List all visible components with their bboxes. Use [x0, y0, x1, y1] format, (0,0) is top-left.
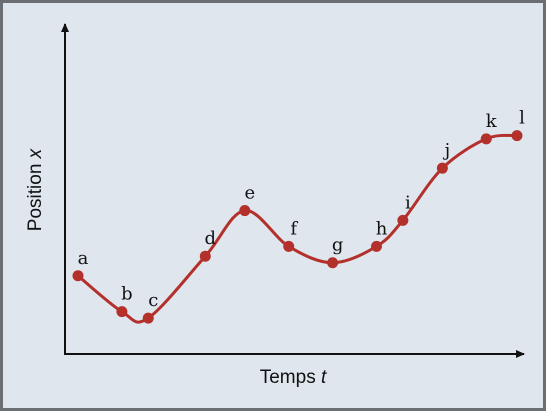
points-layer: [72, 130, 523, 324]
data-point-a: [72, 270, 84, 282]
data-point-c: [142, 312, 154, 324]
data-point-h: [371, 240, 383, 252]
data-point-g: [327, 257, 339, 269]
data-point-b: [116, 306, 128, 318]
data-point-f: [283, 240, 295, 252]
data-point-k: [480, 133, 492, 145]
point-label-g: g: [332, 235, 344, 256]
data-point-j: [436, 162, 448, 174]
point-label-f: f: [290, 218, 298, 239]
point-label-h: h: [376, 218, 388, 239]
position-curve: [76, 133, 519, 324]
point-label-l: l: [519, 108, 525, 129]
point-label-b: b: [121, 284, 133, 305]
point-label-e: e: [244, 183, 255, 204]
data-point-i: [397, 214, 409, 226]
data-point-e: [239, 205, 251, 217]
point-label-i: i: [405, 192, 411, 213]
point-label-j: j: [443, 140, 451, 161]
y-axis-title: Position x: [25, 147, 46, 231]
x-axis-title: Temps t: [260, 367, 327, 388]
point-label-k: k: [486, 111, 498, 132]
point-label-a: a: [78, 248, 89, 269]
data-point-l: [511, 130, 523, 142]
data-point-d: [199, 250, 211, 262]
curve-layer: [76, 133, 519, 324]
point-label-d: d: [205, 228, 217, 249]
point-label-c: c: [148, 290, 158, 311]
